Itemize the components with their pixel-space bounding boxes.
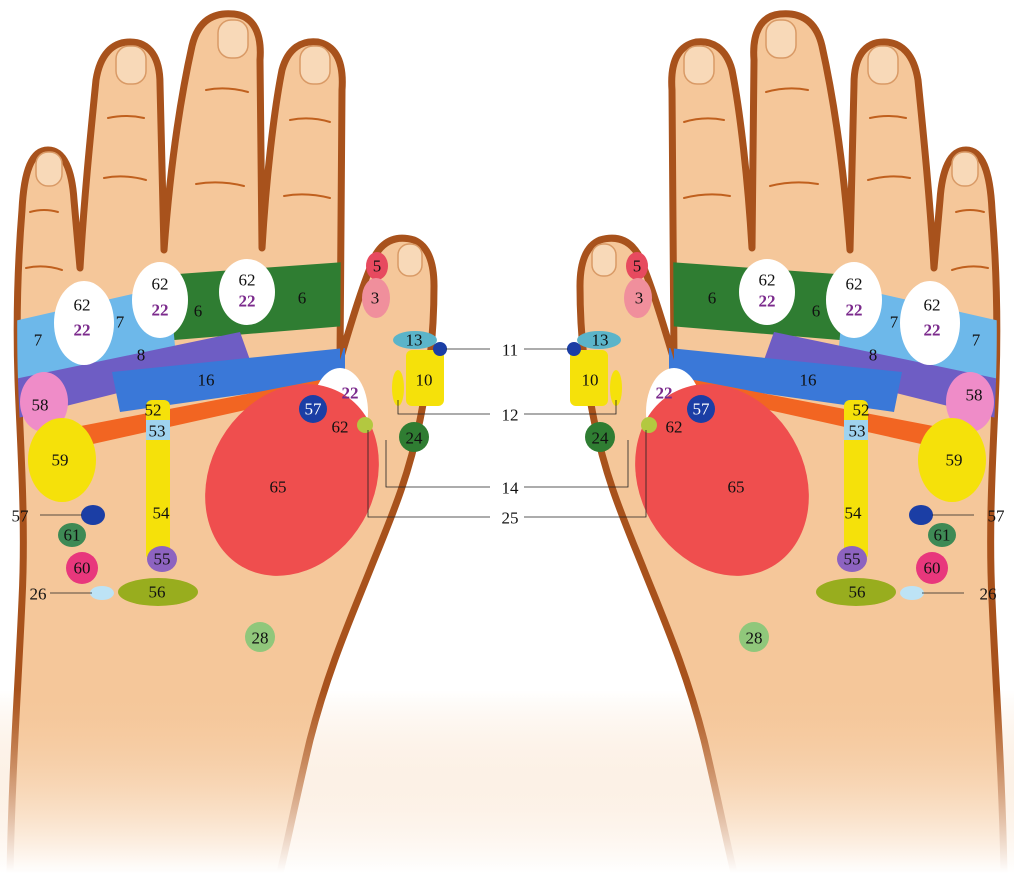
callout-12: 12 — [502, 406, 519, 425]
label-5: 5 — [373, 257, 382, 276]
label-7: 7 — [34, 331, 43, 350]
label-7: 7 — [890, 313, 899, 332]
callout-11: 11 — [502, 341, 518, 360]
label-62: 62 — [74, 296, 91, 315]
callout-26-right: 26 — [980, 585, 997, 604]
label-22: 22 — [239, 292, 256, 311]
zone-11-right — [567, 342, 581, 356]
callout-57-right: 57 — [988, 507, 1006, 526]
label-24: 24 — [592, 429, 610, 448]
label-22: 22 — [152, 301, 169, 320]
label-22: 22 — [924, 321, 941, 340]
label-13: 13 — [592, 331, 609, 350]
label-10: 10 — [582, 371, 599, 390]
label-10: 10 — [416, 371, 433, 390]
label-7: 7 — [116, 313, 125, 332]
label-5: 5 — [633, 257, 642, 276]
label-24: 24 — [406, 429, 424, 448]
label-55: 55 — [154, 550, 171, 569]
callout-14: 14 — [502, 479, 520, 498]
label-62: 62 — [239, 271, 256, 290]
label-58: 58 — [32, 396, 49, 415]
label-7: 7 — [972, 331, 981, 350]
label-6: 6 — [298, 289, 307, 308]
zone-25-right — [641, 417, 657, 433]
label-52: 52 — [853, 401, 870, 420]
label-6: 6 — [708, 289, 717, 308]
label-3: 3 — [635, 289, 644, 308]
label-8: 8 — [137, 346, 146, 365]
callout-25: 25 — [502, 509, 519, 528]
label-61: 61 — [934, 526, 951, 545]
label-59: 59 — [946, 451, 963, 470]
label-22: 22 — [656, 384, 673, 403]
label-53: 53 — [149, 422, 166, 441]
label-22: 22 — [759, 292, 776, 311]
label-61: 61 — [64, 526, 81, 545]
label-53: 53 — [849, 422, 866, 441]
label-22: 22 — [846, 301, 863, 320]
label-28: 28 — [746, 629, 763, 648]
label-65: 65 — [728, 478, 745, 497]
label-57: 57 — [693, 400, 711, 419]
zone-25-left — [357, 417, 373, 433]
label-52: 52 — [145, 401, 162, 420]
label-55: 55 — [844, 550, 861, 569]
label-8: 8 — [869, 346, 878, 365]
callout-57-left: 57 — [12, 507, 30, 526]
zone-11-left — [433, 342, 447, 356]
label-62: 62 — [666, 418, 683, 437]
label-58: 58 — [966, 386, 983, 405]
zone-57-left-wrist — [81, 505, 105, 525]
label-59: 59 — [52, 451, 69, 470]
wrist-fade — [0, 690, 1014, 873]
label-3: 3 — [371, 289, 380, 308]
label-62: 62 — [332, 418, 349, 437]
label-62: 62 — [759, 271, 776, 290]
label-54: 54 — [153, 504, 171, 523]
label-62: 62 — [924, 296, 941, 315]
label-60: 60 — [924, 559, 941, 578]
label-54: 54 — [845, 504, 863, 523]
label-60: 60 — [74, 559, 91, 578]
label-28: 28 — [252, 629, 269, 648]
zone-26-left — [90, 586, 114, 600]
label-56: 56 — [149, 583, 166, 602]
label-6: 6 — [194, 302, 203, 321]
label-56: 56 — [849, 583, 866, 602]
label-22: 22 — [342, 384, 359, 403]
center-callouts: 11 12 14 25 — [502, 341, 520, 528]
label-62: 62 — [846, 275, 863, 294]
zone-57-right-wrist — [909, 505, 933, 525]
zone-26-right — [900, 586, 924, 600]
label-13: 13 — [406, 331, 423, 350]
callout-26-left: 26 — [30, 585, 47, 604]
label-57: 57 — [305, 400, 323, 419]
label-6: 6 — [812, 302, 821, 321]
label-62: 62 — [152, 275, 169, 294]
label-16: 16 — [198, 371, 215, 390]
label-22: 22 — [74, 321, 91, 340]
label-65: 65 — [270, 478, 287, 497]
label-16: 16 — [800, 371, 817, 390]
